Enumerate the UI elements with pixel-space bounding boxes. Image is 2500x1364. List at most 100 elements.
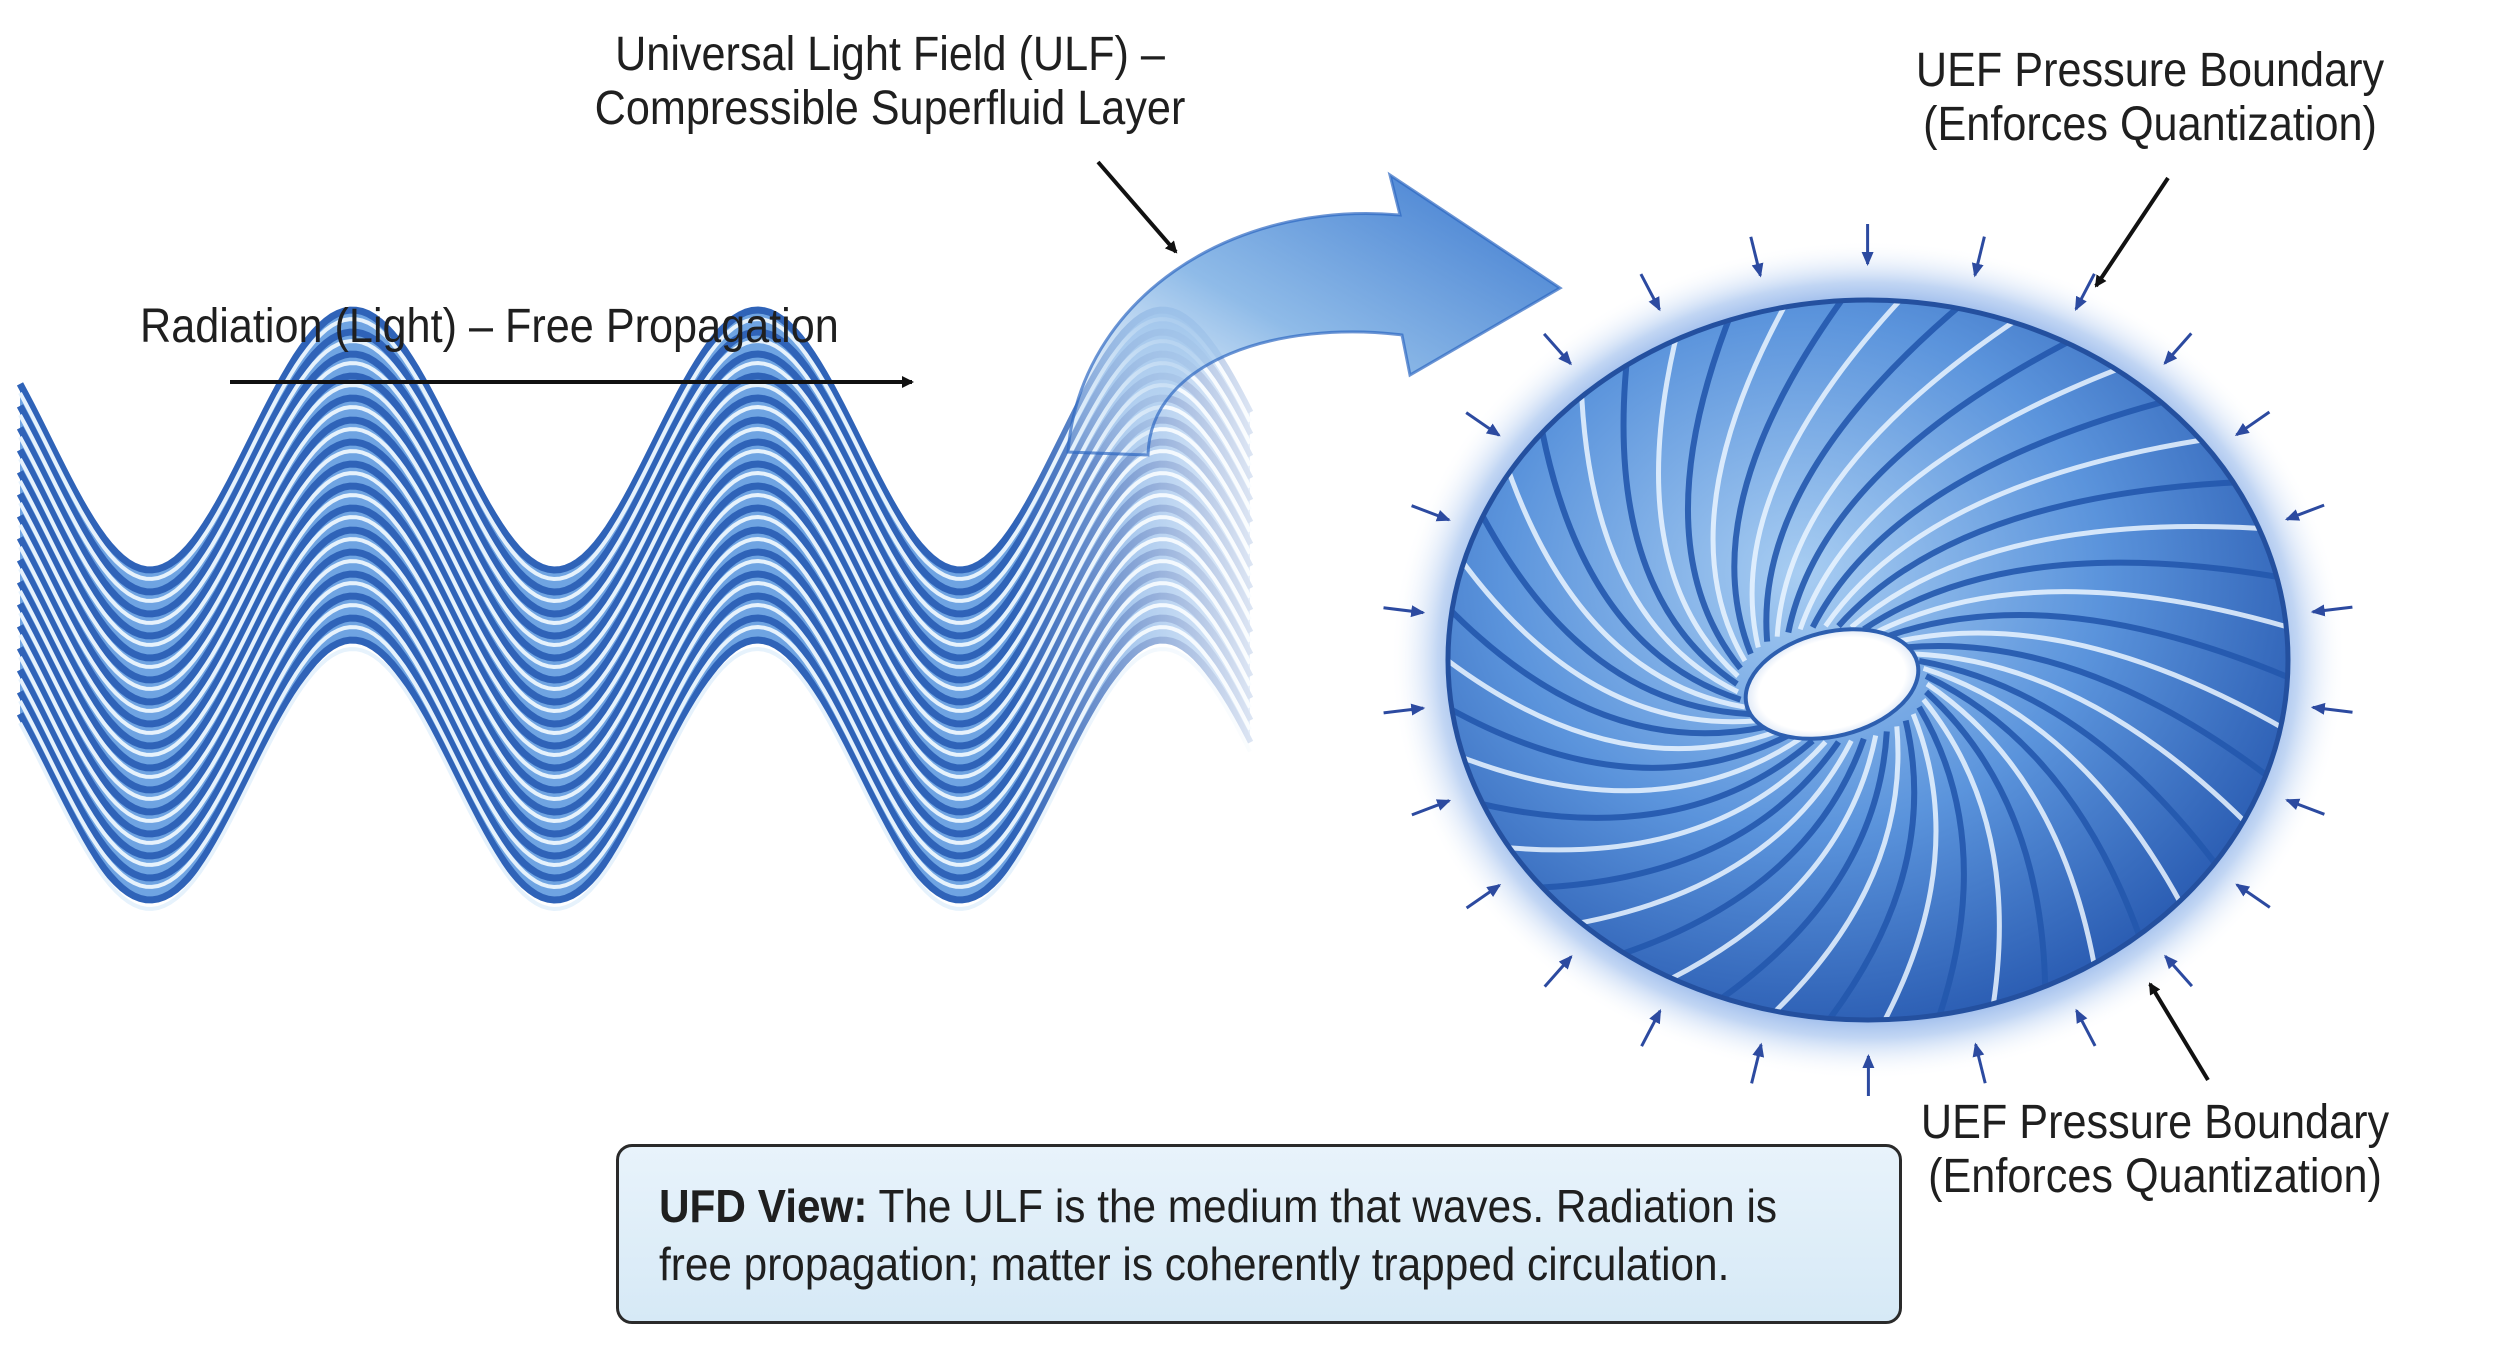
ulf-label-line2: Compressible Superfluid Layer xyxy=(594,82,1186,135)
torus-stripe xyxy=(1896,630,2288,756)
wave-line-dark xyxy=(16,570,1254,838)
torus-stripe xyxy=(1823,429,2260,628)
ulf-label: Universal Light Field (ULF) – Compressib… xyxy=(395,28,1385,136)
pressure-arrow-icon xyxy=(2235,883,2271,909)
torus-stripe xyxy=(1448,564,1768,737)
uef-bottom-label-line1: UEF Pressure Boundary xyxy=(1920,1096,2390,1149)
torus-stripe xyxy=(1448,619,1779,752)
wave-line-light xyxy=(18,558,1252,824)
wave-line-dark xyxy=(16,548,1254,816)
pressure-arrow-icon xyxy=(1465,411,1501,437)
pressure-arrow-icon xyxy=(2164,954,2194,988)
ulf-pointer-arrow-icon xyxy=(1096,160,1178,254)
pressure-arrow-icon xyxy=(1411,799,1452,817)
wave-line-light xyxy=(18,536,1252,802)
wave-line-light xyxy=(18,646,1252,912)
pressure-arrow-icon xyxy=(1383,605,1426,618)
wave-line-light xyxy=(18,580,1252,846)
wave-line-dark xyxy=(16,394,1254,662)
pressure-arrow-icon xyxy=(2310,604,2353,617)
torus-stripe xyxy=(1710,300,1819,663)
wave-line-dark xyxy=(16,526,1254,794)
torus-stripe xyxy=(1785,312,2124,634)
torus-stripe xyxy=(1453,460,1751,718)
pressure-arrow-icon xyxy=(1543,955,1573,988)
wave-line-light xyxy=(18,338,1252,604)
torus-stripe xyxy=(1885,612,2288,702)
pressure-arrow-icon xyxy=(1542,332,1572,366)
torus-stripe xyxy=(1913,651,2282,860)
torus-stripe xyxy=(1836,477,2288,629)
uef-bottom-label: UEF Pressure Boundary (Enforces Quantiza… xyxy=(1863,1096,2448,1204)
uef-bottom-label-line2: (Enforces Quantization) xyxy=(1928,1150,2382,1203)
pressure-arrow-icon xyxy=(1639,273,1661,312)
uef-top-pointer-arrow-icon xyxy=(2094,176,2170,288)
uef-top-label: UEF Pressure Boundary (Enforces Quantiza… xyxy=(1835,44,2465,152)
pressure-arrow-icon xyxy=(1411,504,1451,522)
wave-line-dark xyxy=(16,482,1254,750)
torus-stripe xyxy=(1797,346,2175,631)
pressure-arrow-icon xyxy=(2310,702,2353,715)
torus-stripe xyxy=(1924,689,2049,1020)
torus-stripe xyxy=(1763,300,2009,642)
wave-line-dark xyxy=(16,460,1254,728)
wave-line-light xyxy=(18,492,1252,758)
wave-line-dark xyxy=(16,416,1254,684)
torus-stripe xyxy=(1731,300,1883,656)
torus-stripe xyxy=(1685,300,1756,671)
pressure-arrow-icon xyxy=(1383,703,1426,716)
torus-stripe xyxy=(1922,666,2206,949)
wave-line-light xyxy=(18,316,1252,582)
torus-stripe xyxy=(1849,524,2288,630)
wave-line-light xyxy=(18,602,1252,868)
pressure-arrow-icon xyxy=(2234,410,2271,437)
pressure-arrow-icon xyxy=(2075,1008,2097,1047)
wave-line-light xyxy=(18,624,1252,890)
radiation-wave xyxy=(16,306,1254,912)
torus-stripe xyxy=(1925,681,2105,1016)
callout-line1: UFD View: The ULF is the medium that wav… xyxy=(659,1177,1777,1235)
wave-line-light xyxy=(18,404,1252,670)
wave-line-light xyxy=(18,448,1252,714)
pressure-arrow-icon xyxy=(1640,1009,1662,1047)
wave-line-dark xyxy=(16,504,1254,772)
pressure-arrow-icon xyxy=(2163,332,2193,365)
callout-line2: free propagation; matter is coherently t… xyxy=(659,1238,1730,1290)
wave-line-dark xyxy=(16,372,1254,640)
pressure-arrow-icon xyxy=(2285,798,2325,816)
radiation-label: Radiation (Light) – Free Propagation xyxy=(140,300,914,354)
torus-stripe xyxy=(1529,372,1742,703)
torus-stripe xyxy=(1448,730,1802,794)
uef-top-label-line2: (Enforces Quantization) xyxy=(1923,98,2377,151)
uef-top-label-line1: UEF Pressure Boundary xyxy=(1915,44,2385,97)
torus-vortex xyxy=(1390,240,2346,1080)
curved-transition-arrow-icon xyxy=(1066,171,1563,457)
pressure-arrow-icon xyxy=(1971,236,1986,278)
wave-line-light xyxy=(18,426,1252,692)
wave-line-light xyxy=(18,360,1252,626)
torus-stripe xyxy=(1448,675,1790,771)
wave-line-dark xyxy=(16,438,1254,706)
torus-stripe xyxy=(1921,698,2002,1020)
torus-hole xyxy=(1743,627,1921,741)
torus-stripe xyxy=(1905,642,2288,810)
torus-stripe xyxy=(1620,303,1739,687)
torus-stripe xyxy=(1918,657,2248,907)
wave-line-light xyxy=(18,514,1252,780)
torus-stripe xyxy=(1578,335,1739,695)
torus-stripe xyxy=(1448,511,1759,725)
torus-stripe xyxy=(1862,559,2288,632)
pressure-arrow-icon xyxy=(1750,1042,1765,1084)
ufd-view-callout: UFD View: The ULF is the medium that wav… xyxy=(616,1144,1902,1324)
torus-stripe xyxy=(1656,300,1740,678)
torus-stripe xyxy=(1874,589,2288,645)
wave-line-light xyxy=(18,382,1252,648)
uef-bottom-pointer-arrow-icon xyxy=(2148,982,2210,1082)
pressure-arrow-icon xyxy=(2074,273,2096,311)
wave-line-dark xyxy=(16,350,1254,618)
torus-stripe xyxy=(1924,673,2159,986)
callout-line1-text: The ULF is the medium that waves. Radiat… xyxy=(867,1180,1778,1232)
pressure-arrow-icon xyxy=(2284,503,2325,521)
wave-line-dark xyxy=(16,614,1254,882)
